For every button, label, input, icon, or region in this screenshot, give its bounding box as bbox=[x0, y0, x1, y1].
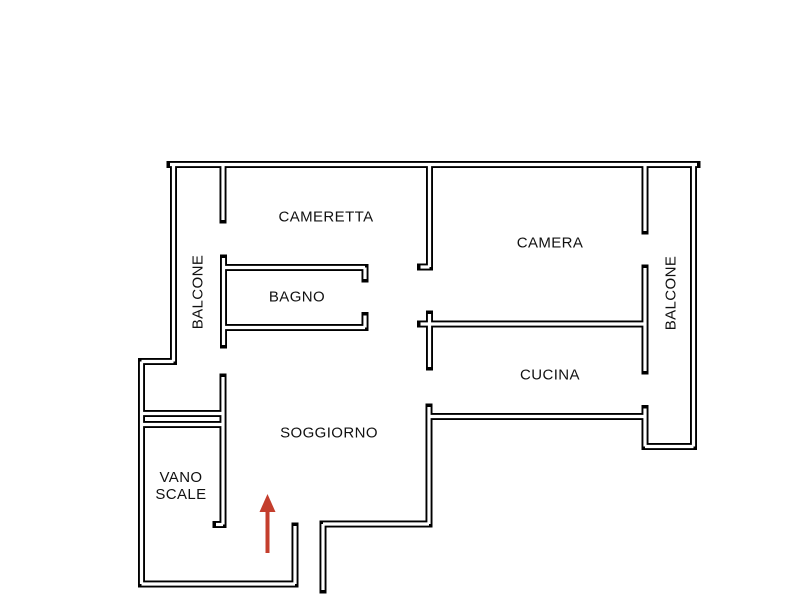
room-label-cameretta: CAMERETTA bbox=[278, 208, 374, 226]
room-label-soggiorno: SOGGIORNO bbox=[280, 424, 378, 442]
room-label-balcone-right: BALCONE bbox=[662, 255, 680, 331]
entrance-arrow bbox=[259, 494, 276, 553]
room-label-bagno: BAGNO bbox=[268, 288, 326, 306]
room-label-balcone-left: BALCONE bbox=[189, 254, 207, 330]
room-label-vano-scale: VANO SCALE bbox=[155, 469, 207, 503]
walls-layer bbox=[142, 165, 698, 591]
room-label-camera: CAMERA bbox=[516, 234, 584, 252]
room-label-cucina: CUCINA bbox=[520, 366, 580, 384]
